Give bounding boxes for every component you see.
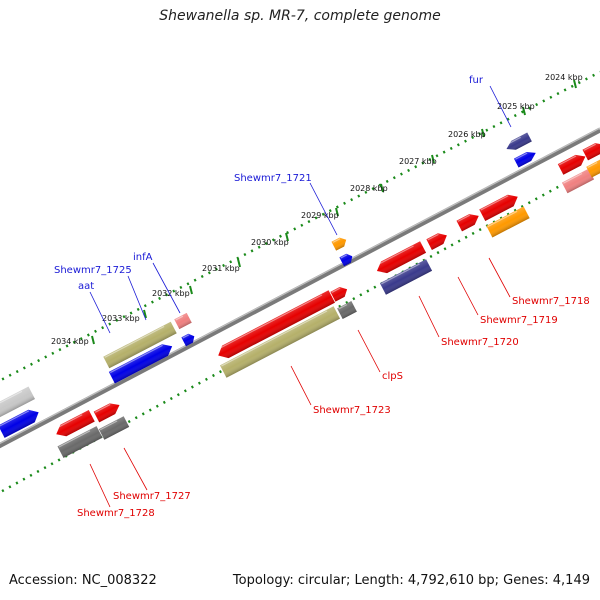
- bottom-label-leader: [357, 329, 381, 373]
- bottom-gene-label: Shewmr7_1719: [480, 315, 558, 326]
- scale-tick: [237, 258, 241, 268]
- gene-blue-infA: [181, 333, 195, 347]
- scale-tick: [380, 183, 384, 193]
- scale-tick-label: 2029 kbp: [301, 211, 339, 220]
- map-title: Shewanella sp. MR-7, complete genome: [159, 8, 441, 24]
- gene-red-1719: [426, 233, 447, 250]
- gene-red-right-1: [557, 154, 586, 175]
- gene-red-1718a: [456, 214, 479, 232]
- top-gene-label: Shewmr7_1725: [54, 265, 132, 276]
- top-gene-label: infA: [133, 252, 153, 263]
- scale-tick: [91, 335, 95, 345]
- scale-tick: [285, 232, 289, 242]
- gene-orange-right: [586, 158, 600, 178]
- scale-tick: [481, 128, 485, 138]
- top-label-leader: [152, 262, 181, 314]
- bottom-label-leader: [457, 276, 479, 316]
- gene-red-1728: [54, 409, 95, 437]
- top-gene-label: Shewmr7_1721: [234, 173, 312, 184]
- bottom-label-leader: [123, 447, 148, 491]
- gene-red-1720: [375, 241, 427, 274]
- gene-blue-1721b: [339, 253, 353, 267]
- bottom-gene-label: Shewmr7_1720: [441, 337, 519, 348]
- gene-red-1727: [93, 403, 120, 423]
- bottom-gene-label: Shewmr7_1723: [313, 405, 391, 416]
- gene-blue-aat: [108, 344, 173, 384]
- scale-tick-label: 2027 kbp: [399, 157, 437, 166]
- gene-gray-clpS: [337, 300, 357, 320]
- top-label-leader: [127, 275, 147, 321]
- top-label-leader: [489, 85, 512, 128]
- top-gene-label: aat: [78, 281, 94, 292]
- scale-tick-label: 2034 kbp: [51, 337, 89, 346]
- scale-tick-label: 2025 kbp: [497, 102, 535, 111]
- scale-tick-label: 2031 kbp: [202, 264, 240, 273]
- genome-backbone-highlight: [0, 127, 600, 445]
- gene-red-clpS: [330, 287, 348, 302]
- accession-text: Accession: NC_008322: [9, 573, 157, 588]
- bottom-label-leader: [290, 365, 312, 406]
- scale-tick: [573, 79, 577, 89]
- top-label-leader: [309, 182, 338, 236]
- top-label-leader: [89, 291, 111, 334]
- gene-silver-left: [0, 386, 35, 418]
- scale-tick-label: 2028 kbp: [350, 184, 388, 193]
- gene-gray-1728: [57, 426, 103, 458]
- gene-olive-1725: [103, 321, 177, 369]
- scale-tick: [522, 106, 526, 116]
- gene-red-1723: [216, 290, 336, 359]
- scale-tick: [189, 285, 193, 295]
- scale-tick-label: 2032 kbp: [152, 289, 190, 298]
- scale-tick-label: 2026 kbp: [448, 130, 486, 139]
- scale-tick: [335, 207, 339, 217]
- gene-olive-1723: [219, 306, 341, 378]
- bottom-label-leader: [89, 463, 111, 508]
- gene-features: [0, 132, 600, 458]
- genome-backbone: [0, 127, 600, 449]
- scale-tick-label: 2024 kbp: [545, 73, 583, 82]
- gene-pink-right: [561, 168, 595, 194]
- gene-orange-1721: [331, 237, 347, 251]
- gene-navy-1720: [379, 259, 433, 295]
- gene-red-right-2: [582, 143, 600, 161]
- gene-fur: [505, 132, 532, 150]
- scale-tick: [431, 154, 435, 164]
- gene-pink-infA: [174, 312, 192, 330]
- bottom-gene-label: Shewmr7_1718: [512, 296, 590, 307]
- scale-tick-label: 2030 kbp: [251, 238, 289, 247]
- bottom-gene-label: Shewmr7_1727: [113, 491, 191, 502]
- bottom-gene-label: clpS: [382, 371, 403, 382]
- scale-tick-label: 2033 kbp: [102, 314, 140, 323]
- gene-orange-1718: [486, 206, 530, 238]
- genome-summary-text: Topology: circular; Length: 4,792,610 bp…: [232, 573, 590, 588]
- outer-dotted-track: [0, 70, 600, 382]
- top-gene-label: fur: [469, 75, 484, 86]
- gene-blue-left: [0, 409, 39, 438]
- scale-tick: [143, 309, 147, 319]
- gene-blue-2025: [513, 152, 536, 168]
- gene-gray-1727: [98, 416, 130, 440]
- bottom-gene-label: Shewmr7_1728: [77, 508, 155, 519]
- scale-ticks: 2024 kbp 2025 kbp 2026 kbp 2027 kbp 2028 kbp…: [51, 73, 583, 346]
- bottom-label-leader: [418, 295, 440, 338]
- gene-red-1718b: [479, 194, 518, 222]
- bottom-label-leader: [488, 257, 511, 298]
